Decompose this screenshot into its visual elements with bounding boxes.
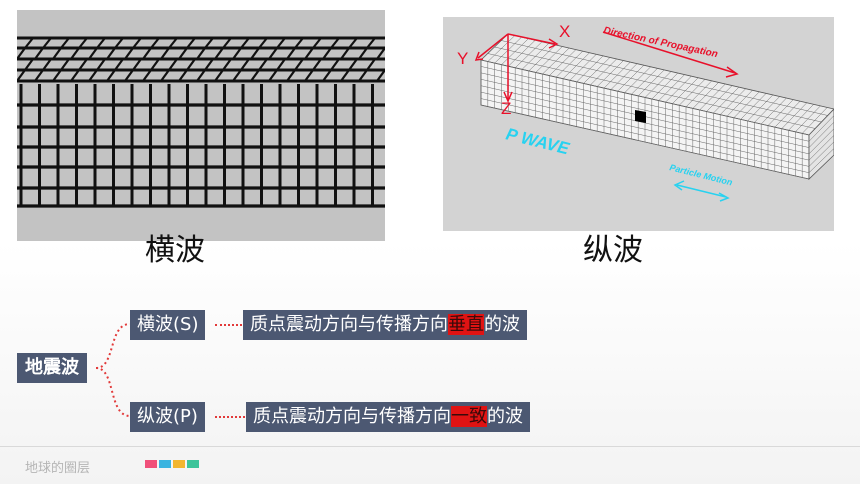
caption-transverse-wave: 横波 — [145, 233, 205, 268]
s-connector-dots — [215, 324, 242, 326]
p-desc-highlight: 一致 — [451, 406, 487, 427]
p-desc-after: 的波 — [487, 406, 523, 427]
p-desc-before: 质点震动方向与传播方向 — [253, 406, 451, 427]
s-wave-label: 横波(S) — [130, 310, 206, 340]
footer-swatch — [187, 460, 199, 468]
p-connector-dots — [215, 416, 245, 418]
caption-longitudinal-wave: 纵波 — [583, 233, 643, 268]
axis-z-label: Z — [501, 99, 511, 118]
s-wave-description: 质点震动方向与传播方向垂直的波 — [243, 310, 527, 340]
footer-divider — [0, 446, 860, 447]
double-arrow-icon — [673, 180, 730, 202]
footer-title: 地球的圈层 — [25, 461, 91, 476]
footer-swatch — [159, 460, 171, 468]
bracket-connector — [95, 323, 131, 417]
s-desc-after: 的波 — [484, 314, 520, 335]
footer-swatch — [145, 460, 157, 468]
s-desc-highlight: 垂直 — [448, 314, 484, 335]
transverse-wave-grid-image — [17, 10, 385, 241]
p-wave-3d-grid-image: X Y Z Direction of Propagation P WAVE Pa… — [443, 17, 834, 231]
footer-swatch — [173, 460, 185, 468]
s-desc-before: 质点震动方向与传播方向 — [250, 314, 448, 335]
root-seismic-wave: 地震波 — [17, 353, 87, 383]
p-wave-description: 质点震动方向与传播方向一致的波 — [246, 402, 530, 432]
p-wave-label-box: 纵波(P) — [130, 402, 205, 432]
axis-y-label: Y — [457, 49, 468, 68]
axis-x-label: X — [559, 22, 570, 41]
